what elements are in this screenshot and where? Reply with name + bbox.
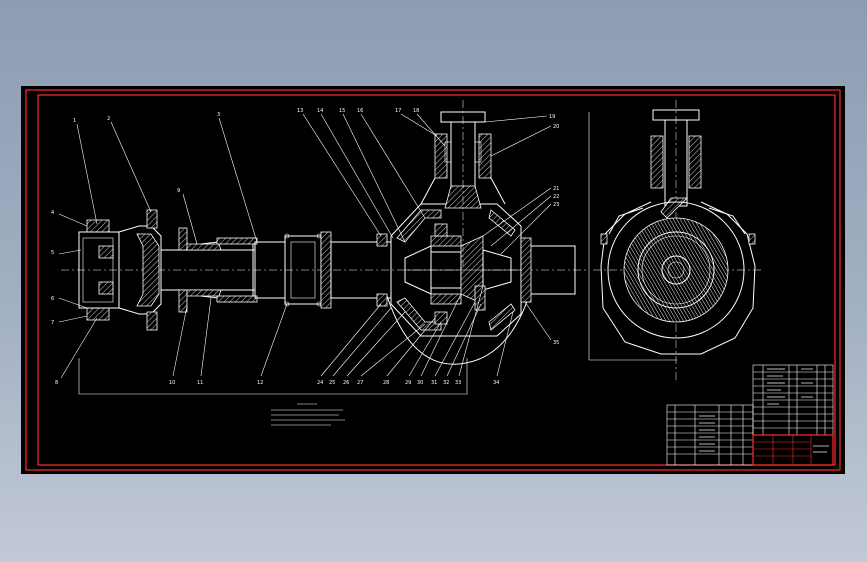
- title-block: [666, 364, 834, 466]
- part-number-labels: 1 2 3 4 5 6 7 8 9 10 11 12 13 14 15 16 1…: [51, 108, 559, 386]
- part-label: 24: [317, 380, 323, 386]
- part-label: 2: [107, 116, 110, 122]
- part-label: 35: [553, 340, 559, 346]
- cad-drawing: 1 2 3 4 5 6 7 8 9 10 11 12 13 14 15 16 1…: [25, 89, 841, 471]
- inner-frame: [37, 94, 836, 466]
- part-label: 19: [549, 114, 555, 120]
- main-section-view: [58, 100, 586, 395]
- part-label: 8: [55, 380, 58, 386]
- part-label: 6: [51, 296, 54, 302]
- part-label: 23: [553, 202, 559, 208]
- part-label: 34: [493, 380, 499, 386]
- part-label: 5: [51, 250, 54, 256]
- part-label: 16: [357, 108, 363, 114]
- part-label: 9: [177, 188, 180, 194]
- part-label: 15: [339, 108, 345, 114]
- drawing-sheet: 1 2 3 4 5 6 7 8 9 10 11 12 13 14 15 16 1…: [21, 86, 845, 474]
- part-label: 14: [317, 108, 323, 114]
- part-label: 28: [383, 380, 389, 386]
- part-label: 1: [73, 118, 76, 124]
- part-label: 13: [297, 108, 303, 114]
- part-label: 27: [357, 380, 363, 386]
- part-label: 31: [431, 380, 437, 386]
- part-label: 4: [51, 210, 54, 216]
- part-label: 3: [217, 112, 220, 118]
- part-label: 25: [329, 380, 335, 386]
- side-view: [588, 100, 763, 382]
- part-label: 32: [443, 380, 449, 386]
- part-label: 20: [553, 124, 559, 130]
- part-label: 17: [395, 108, 401, 114]
- part-label: 26: [343, 380, 349, 386]
- part-label: 30: [417, 380, 423, 386]
- part-label: 21: [553, 186, 559, 192]
- part-label: 10: [169, 380, 175, 386]
- part-label: 12: [257, 380, 263, 386]
- part-label: 11: [197, 380, 203, 386]
- part-label: 7: [51, 320, 54, 326]
- part-label: 33: [455, 380, 461, 386]
- part-label: 18: [413, 108, 419, 114]
- part-label: 22: [553, 194, 559, 200]
- technical-notes: [271, 403, 345, 426]
- part-label: 29: [405, 380, 411, 386]
- outer-frame: [25, 89, 841, 471]
